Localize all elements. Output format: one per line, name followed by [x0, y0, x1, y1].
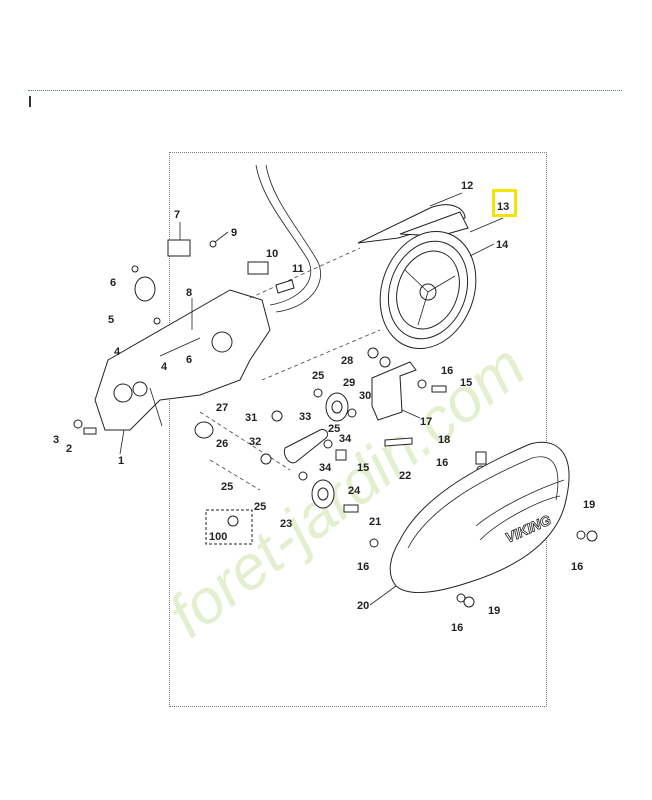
roller-upper: [325, 392, 349, 422]
callout-25c: 25: [221, 481, 233, 493]
callout-2: 2: [66, 443, 72, 455]
callout-32: 32: [249, 436, 261, 448]
callout-18: 18: [438, 434, 450, 446]
callout-31: 31: [245, 412, 257, 424]
callout-3: 3: [53, 434, 59, 446]
callout-4b: 4: [161, 361, 168, 373]
pulley-wheel: [379, 230, 477, 350]
header-divider: [28, 90, 622, 91]
callout-20: 20: [357, 600, 369, 612]
callout-25b: 25: [328, 423, 340, 435]
callout-100: 100: [209, 531, 227, 543]
callout-16c: 16: [357, 561, 369, 573]
highlighted-callout-13-box: [492, 189, 517, 217]
header-marker: [29, 96, 31, 107]
callout-11: 11: [292, 263, 304, 275]
bracket: [371, 361, 417, 421]
callout-6b: 6: [186, 354, 192, 366]
callout-29: 29: [343, 377, 355, 389]
side-plate: [94, 289, 271, 431]
callout-25a: 25: [312, 370, 324, 382]
callout-34b: 34: [319, 462, 332, 474]
callout-4a: 4: [114, 346, 121, 358]
callout-16a: 16: [441, 365, 453, 377]
callout-26: 26: [216, 438, 228, 450]
leader-lines: [119, 192, 504, 606]
callout-33: 33: [299, 411, 311, 423]
callout-25d: 25: [254, 501, 266, 513]
hardware: [73, 239, 598, 608]
callout-6a: 6: [110, 277, 116, 289]
callout-19a: 19: [583, 499, 595, 511]
belt-cover: VIKING: [389, 441, 570, 594]
callout-34a: 34: [339, 433, 352, 445]
assembly-lines: [199, 247, 381, 491]
callout-28: 28: [341, 355, 353, 367]
callout-27: 27: [216, 402, 228, 414]
callout-15b: 15: [357, 462, 369, 474]
callout-5: 5: [108, 314, 114, 326]
callout-30: 30: [359, 390, 371, 402]
callout-14: 14: [496, 239, 509, 251]
callout-17: 17: [420, 416, 432, 428]
callout-19b: 19: [488, 605, 500, 617]
callout-10: 10: [266, 248, 278, 260]
callout-8: 8: [186, 287, 192, 299]
callout-1: 1: [118, 455, 124, 467]
callout-16e: 16: [451, 622, 463, 634]
callout-22: 22: [399, 470, 411, 482]
roller-lower: [311, 479, 335, 509]
tension-arm: [283, 429, 329, 464]
callout-16d: 16: [571, 561, 583, 573]
diagram-frame: [169, 152, 547, 707]
callout-21: 21: [369, 516, 381, 528]
handle-bars: [255, 164, 321, 313]
callout-15a: 15: [460, 377, 472, 389]
callout-9: 9: [231, 227, 237, 239]
callout-7: 7: [174, 209, 180, 221]
callout-12: 12: [461, 180, 473, 192]
callout-24: 24: [348, 485, 361, 497]
callout-23: 23: [280, 518, 292, 530]
callout-13: 13: [497, 201, 509, 213]
callout-labels: 1 2 3 4 4 5 6 6 7 8 9 10 11 12 13 14 15 …: [53, 180, 595, 634]
callout-16b: 16: [436, 457, 448, 469]
